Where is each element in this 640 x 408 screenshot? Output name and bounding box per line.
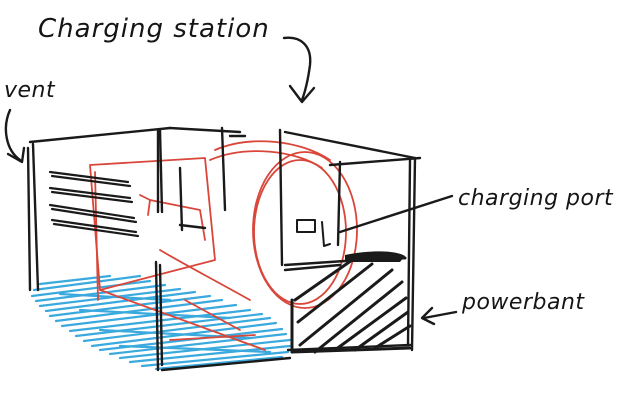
annotation-arrows <box>4 36 458 326</box>
vent-label: vent <box>4 78 56 103</box>
powerbank-top <box>345 251 405 262</box>
charging-port-label: charging port <box>458 186 614 211</box>
title-label: Charging station <box>38 14 270 44</box>
powerbank-label: powerbant <box>462 290 585 315</box>
charging-port <box>296 219 331 247</box>
powerbank-block <box>290 256 412 354</box>
station-box <box>26 126 422 372</box>
vent-slats <box>48 170 140 238</box>
